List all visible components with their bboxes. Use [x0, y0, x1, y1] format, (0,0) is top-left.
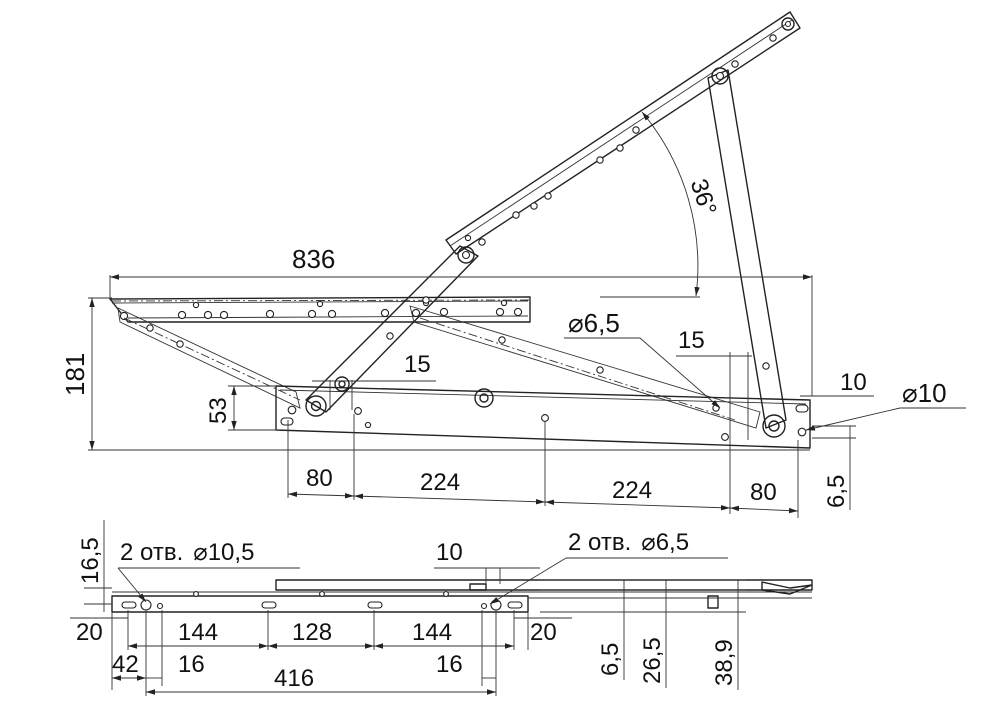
dim-angle-36: 36° — [600, 111, 722, 298]
dim-hole-6-5-label: ⌀6,5 — [568, 308, 620, 338]
dim-224-left-label: 224 — [420, 469, 460, 496]
top-rail-open — [445, 11, 801, 255]
plan-view: 16,5 2 отв.⌀10,5 10 2 отв.⌀6,5 — [70, 520, 813, 696]
dim-plan-416-label: 416 — [274, 665, 314, 692]
dim-6-5-side: 6,5 — [812, 425, 856, 510]
plan-base-plate — [111, 579, 813, 613]
dim-plan-42-label: 42 — [112, 651, 139, 678]
dim-80-left-label: 80 — [306, 465, 333, 492]
top-rail-closed — [109, 296, 531, 323]
dim-plan-16-left-label: 16 — [178, 651, 205, 678]
dim-hole-10-label: ⌀10 — [902, 378, 947, 408]
dim-holes-6-5-label: 2 отв.⌀6,5 — [568, 529, 689, 556]
dim-16-5-label: 16,5 — [77, 537, 104, 584]
dim-plan-128-label: 128 — [292, 619, 332, 646]
dim-plan-16-right-label: 16 — [436, 651, 463, 678]
dim-holes-10-5-label: 2 отв.⌀10,5 — [120, 539, 254, 566]
dim-plan-10: 10 — [434, 539, 540, 584]
dim-hole-10: ⌀10 — [805, 378, 966, 431]
dim-15-right-label: 15 — [678, 327, 705, 354]
dim-6-5-side-label: 6,5 — [823, 475, 850, 508]
arm-right-open — [707, 67, 787, 438]
dim-36-label: 36° — [685, 176, 722, 219]
dim-holes-6-5: 2 отв.⌀6,5 — [489, 529, 728, 605]
dim-224-right-label: 224 — [612, 477, 652, 504]
dim-plan-38-9-label: 38,9 — [711, 639, 738, 686]
dim-plan-144-right-label: 144 — [412, 619, 452, 646]
dim-836: 836 — [109, 244, 813, 396]
dim-chain-row2: 42 16 416 16 — [112, 610, 496, 695]
dim-plan-6-5-label: 6,5 — [597, 643, 624, 676]
pivot-roller — [334, 376, 350, 392]
dim-plan-heights: 6,5 26,5 38,9 — [540, 579, 746, 690]
dim-10-label: 10 — [840, 369, 867, 396]
dim-10: 10 — [800, 369, 874, 397]
dim-chain-row1: 20 144 128 144 20 — [70, 610, 572, 696]
dim-15-left: 15 — [312, 351, 436, 410]
dim-836-label: 836 — [292, 244, 335, 274]
closed-arm-right — [409, 305, 761, 429]
dim-53-label: 53 — [205, 397, 232, 424]
dim-chain-bottom: 80 224 224 80 — [287, 414, 799, 518]
centerline-closed-rail — [111, 299, 531, 302]
side-view: 836 36° 181 53 15 — [60, 11, 966, 518]
dim-80-right-label: 80 — [750, 479, 777, 506]
dim-hole-6-5: ⌀6,5 — [564, 308, 721, 409]
dim-plan-144-left-label: 144 — [178, 619, 218, 646]
dim-15-right: 15 — [676, 327, 752, 440]
dim-16-5: 16,5 — [77, 520, 112, 612]
dim-181: 181 — [60, 297, 810, 451]
centerline-closed-2 — [419, 317, 736, 421]
dim-15-left-label: 15 — [404, 351, 431, 378]
dim-holes-10-5: 2 отв.⌀10,5 — [117, 539, 300, 603]
dim-181-label: 181 — [60, 353, 90, 396]
dim-plan-26-5-label: 26,5 — [639, 637, 666, 684]
dim-53: 53 — [205, 385, 280, 431]
dim-plan-10-label: 10 — [436, 539, 463, 566]
closed-arm-left — [117, 307, 301, 409]
dim-plan-20-right-label: 20 — [530, 619, 557, 646]
dim-plan-20-left-label: 20 — [76, 619, 103, 646]
